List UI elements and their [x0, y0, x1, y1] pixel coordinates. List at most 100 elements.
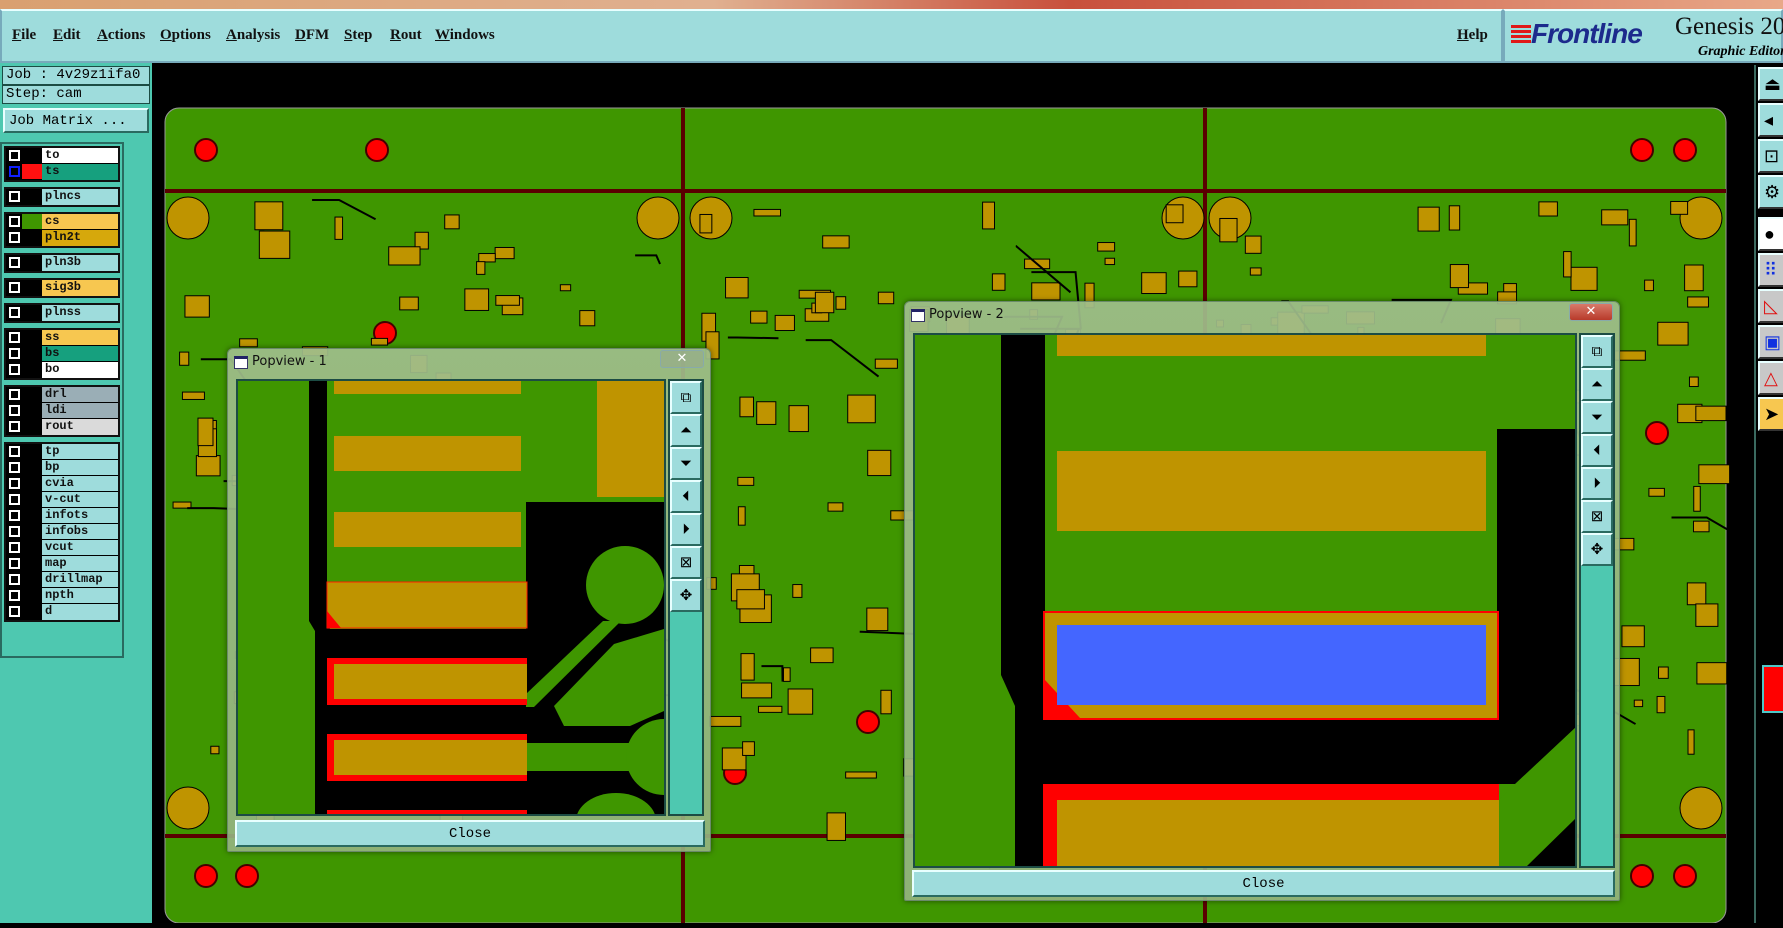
measure-icon[interactable]: ◺	[1758, 289, 1783, 323]
menu-dfm[interactable]: DFM	[295, 27, 330, 43]
pointer-icon[interactable]: ➤	[1758, 397, 1783, 431]
layer-row-pln2t[interactable]: pln2t	[6, 230, 118, 246]
layer-row-infots[interactable]: infots	[6, 508, 118, 524]
layer-checkbox[interactable]	[6, 444, 22, 459]
layer-checkbox[interactable]	[6, 556, 22, 571]
pan-left-icon[interactable]: ⏴	[670, 480, 702, 513]
popview-2-close-button[interactable]: Close	[912, 870, 1615, 897]
product-name: Genesis 20	[1675, 13, 1783, 40]
pan-down-icon[interactable]: ⏷	[1581, 401, 1613, 434]
layer-checkbox[interactable]	[6, 255, 22, 270]
zoom-in-icon[interactable]: ⊠	[670, 546, 702, 579]
layer-row-ss[interactable]: ss	[6, 330, 118, 346]
layer-checkbox[interactable]	[6, 572, 22, 587]
layer-checkbox[interactable]	[6, 189, 22, 204]
tools-palette-icon[interactable]: ⚙	[1758, 175, 1783, 209]
pan-down-icon[interactable]: ⏷	[670, 447, 702, 480]
zoom-out-icon[interactable]: ✥	[670, 579, 702, 612]
layer-checkbox[interactable]	[6, 403, 22, 418]
layer-checkbox[interactable]	[6, 148, 22, 163]
pan-left-icon[interactable]: ⏴	[1581, 434, 1613, 467]
layer-row-drl[interactable]: drl	[6, 387, 118, 403]
menu-rout[interactable]: Rout	[390, 27, 422, 43]
layer-row-plncs[interactable]: plncs	[6, 189, 118, 205]
layer-checkbox[interactable]	[6, 362, 22, 377]
layer-checkbox[interactable]	[6, 230, 22, 245]
layer-checkbox[interactable]	[6, 330, 22, 345]
layer-checkbox[interactable]	[6, 214, 22, 229]
layer-row-v-cut[interactable]: v-cut	[6, 492, 118, 508]
close-icon[interactable]: ✕	[1569, 303, 1613, 321]
layer-checkbox[interactable]	[6, 524, 22, 539]
menu-windows[interactable]: Windows	[435, 27, 495, 43]
pan-right-icon[interactable]: ⏵	[670, 513, 702, 546]
smd-pad	[1057, 451, 1486, 531]
layer-checkbox[interactable]	[6, 387, 22, 402]
pan-up-icon[interactable]: ⏶	[670, 414, 702, 447]
popview-1-canvas[interactable]	[236, 379, 702, 849]
layer-row-bo[interactable]: bo	[6, 362, 118, 378]
layer-row-ldi[interactable]: ldi	[6, 403, 118, 419]
menu-actions[interactable]: Actions	[97, 27, 146, 43]
trace	[1499, 728, 1575, 866]
layer-checkbox[interactable]	[6, 460, 22, 475]
menu-options[interactable]: Options	[160, 27, 211, 43]
snap-icon[interactable]: ▣	[1758, 325, 1783, 359]
layer-row-cvia[interactable]: cvia	[6, 476, 118, 492]
layer-checkbox[interactable]	[6, 305, 22, 320]
job-matrix-button[interactable]: Job Matrix ...	[3, 108, 149, 133]
view-up-icon[interactable]: ⏏	[1758, 67, 1783, 101]
pan-up-icon[interactable]: ⏶	[1581, 368, 1613, 401]
layer-row-map[interactable]: map	[6, 556, 118, 572]
layer-row-infobs[interactable]: infobs	[6, 524, 118, 540]
layer-row-sig3b[interactable]: sig3b	[6, 280, 118, 296]
layer-checkbox[interactable]	[6, 492, 22, 507]
layer-row-rout[interactable]: rout	[6, 419, 118, 435]
layer-row-bs[interactable]: bs	[6, 346, 118, 362]
component-pad	[1698, 464, 1731, 485]
angle-icon[interactable]: △	[1758, 361, 1783, 395]
layer-row-plnss[interactable]: plnss	[6, 305, 118, 321]
component-pad	[478, 253, 496, 263]
view-left-icon[interactable]: ◂	[1758, 103, 1783, 137]
layer-checkbox[interactable]	[6, 508, 22, 523]
pan-right-icon[interactable]: ⏵	[1581, 467, 1613, 500]
layer-row-cs[interactable]: cs	[6, 214, 118, 230]
layer-checkbox[interactable]	[6, 419, 22, 434]
popview-2-canvas[interactable]	[913, 333, 1577, 868]
layer-checkbox[interactable]	[6, 588, 22, 603]
pad-icon[interactable]: ●	[1758, 217, 1783, 251]
layer-checkbox[interactable]	[6, 604, 22, 619]
layer-row-tp[interactable]: tp	[6, 444, 118, 460]
close-icon[interactable]: ✕	[660, 350, 704, 368]
layer-row-d[interactable]: d	[6, 604, 118, 620]
net-icon[interactable]: ⠿	[1758, 253, 1783, 287]
menu-file[interactable]: File	[12, 27, 37, 43]
component-pad	[757, 705, 783, 713]
menu-analysis[interactable]: Analysis	[226, 27, 281, 43]
component-pad	[721, 747, 747, 771]
layer-name: sig3b	[42, 280, 118, 296]
menu-help[interactable]: Help	[1457, 27, 1488, 43]
zoom-out-icon[interactable]: ✥	[1581, 533, 1613, 566]
layer-row-to[interactable]: to	[6, 148, 118, 164]
zoom-home-icon[interactable]: ⧉	[670, 381, 702, 414]
menu-step[interactable]: Step	[344, 27, 373, 43]
layer-row-drillmap[interactable]: drillmap	[6, 572, 118, 588]
layer-checkbox[interactable]	[6, 164, 22, 179]
zoom-in-icon[interactable]: ⊠	[1581, 500, 1613, 533]
layer-row-npth[interactable]: npth	[6, 588, 118, 604]
popview-1-close-button[interactable]: Close	[235, 820, 705, 847]
layer-row-pln3b[interactable]: pln3b	[6, 255, 118, 271]
layer-row-bp[interactable]: bp	[6, 460, 118, 476]
layer-row-ts[interactable]: ts	[6, 164, 118, 180]
layer-checkbox[interactable]	[6, 280, 22, 295]
zoom-home-icon[interactable]: ⧉	[1581, 335, 1613, 368]
menu-edit[interactable]: Edit	[53, 27, 81, 43]
layer-checkbox[interactable]	[6, 476, 22, 491]
layer-checkbox[interactable]	[6, 540, 22, 555]
layer-row-vcut[interactable]: vcut	[6, 540, 118, 556]
zoom-fit-icon[interactable]: ⊡	[1758, 139, 1783, 173]
layer-checkbox[interactable]	[6, 346, 22, 361]
